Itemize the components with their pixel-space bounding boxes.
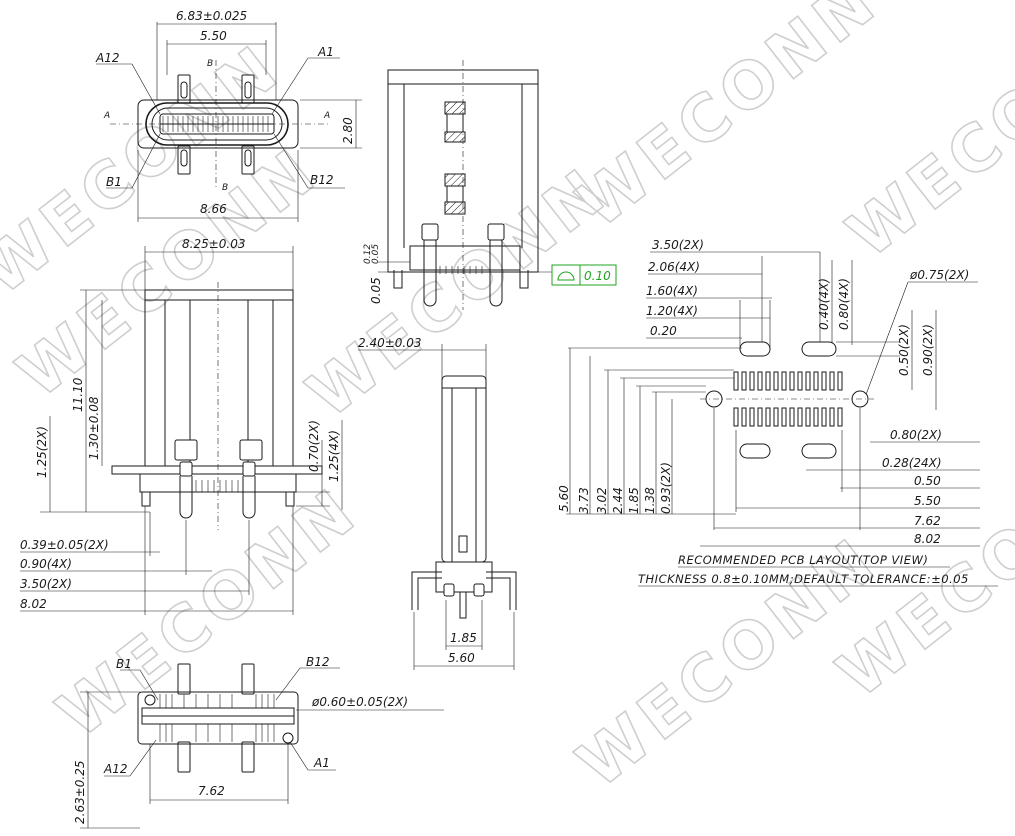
bottom-contacts: [159, 694, 275, 742]
slot-bottom-left: [739, 443, 771, 459]
label-b-top: B: [207, 59, 213, 69]
dim-pin802: 8.02: [20, 597, 47, 611]
pcb-top-dim-3: 1.60(4X): [646, 284, 698, 298]
label-a-left: A: [103, 111, 110, 121]
pcb-left-dim-5: 1.85: [627, 487, 641, 514]
dim-side-h125b: 1.25(4X): [327, 430, 341, 482]
dim-width-inner: 5.50: [200, 29, 227, 43]
pcb-layout: 3.50(2X) 2.06(4X) 1.60(4X) 1.20(4X) 0.20…: [557, 238, 998, 587]
slot-top-left: [739, 341, 771, 357]
dim-t2: 0.05: [371, 244, 381, 264]
dim-width-shell: 8.66: [200, 202, 227, 216]
pcb-left-dim-7: 0.93(2X): [659, 462, 673, 514]
slot-bottom-right: [801, 443, 837, 459]
bottom-view: B1 B12 A12 A1 ø0.60±0.05(2X) 7.62 2.63±0…: [73, 655, 444, 829]
dim-side-h070: 0.70(2X): [307, 420, 321, 472]
dim-pin350: 3.50(2X): [20, 577, 72, 591]
top-view: 6.83±0.025 5.50 B B A A: [95, 9, 362, 222]
dim-side-h125: 1.25(2X): [35, 426, 49, 478]
pcb-vtop-dim-5: 0.90(2X): [921, 324, 935, 376]
pcb-left-dim-4: 2.44: [611, 487, 625, 514]
pcb-top-dim-2: 2.06(4X): [648, 260, 700, 274]
pcb-left-dim-6: 1.38: [643, 487, 657, 514]
pcb-top-dim-1: 3.50(2X): [652, 238, 704, 252]
dim-hole: ø0.60±0.05(2X): [311, 695, 408, 709]
pcb-top-dim-4: 1.20(4X): [646, 304, 698, 318]
pcb-left-dim-3: 3.02: [595, 487, 609, 514]
slot-top-right: [801, 341, 837, 357]
dim-side-length: 11.10: [71, 377, 85, 412]
side-view: 8.25±0.03 11.10 1.30±0.08 1.25(2X): [20, 237, 343, 615]
pcb-left-dim-1: 5.60: [557, 485, 571, 512]
dim-pin039: 0.39±0.05(2X): [20, 538, 109, 552]
label-a-right: A: [323, 111, 330, 121]
bottom-label-a12: A12: [103, 762, 127, 776]
pcb-left-dim-2: 3.73: [577, 487, 591, 514]
end-view: 2.40±0.03 1.85 5.60: [358, 336, 517, 670]
dim-height: 2.80: [341, 117, 355, 144]
pcb-top-dim-5: 0.20: [650, 324, 677, 338]
label-a1: A1: [317, 45, 334, 59]
bottom-label-b1: B1: [116, 657, 132, 671]
pcb-right-dim-3: 0.50: [914, 474, 941, 488]
pcb-right-dim-4: 5.50: [914, 494, 941, 508]
pcb-title: RECOMMENDED PCB LAYOUT(TOP VIEW): [678, 553, 928, 567]
label-b-bottom: B: [222, 183, 228, 193]
pcb-pad-rows: [733, 371, 843, 427]
pcb-vtop-dim-3: ø0.75(2X): [909, 268, 969, 282]
watermark-6: WECONN: [44, 473, 372, 752]
dim-t3: 0.05: [369, 277, 383, 304]
pcb-right-dim-5: 7.62: [914, 514, 941, 528]
dim-end-pitch: 1.85: [450, 631, 477, 645]
dim-pin090: 0.90(4X): [20, 557, 72, 571]
pcb-note: THICKNESS 0.8±0.10MM;DEFAULT TOLERANCE:±…: [638, 572, 969, 586]
pcb-vtop-dim-1: 0.40(4X): [817, 278, 831, 330]
label-b12: B12: [310, 173, 334, 187]
label-a12: A12: [95, 51, 119, 65]
dim-width-overall: 6.83±0.025: [176, 9, 247, 23]
profile-view: 0.12 0.05 0.05 0.10: [363, 60, 617, 310]
dim-side-inner: 1.30±0.08: [87, 396, 101, 460]
pcb-vtop-dim-4: 0.50(2X): [897, 324, 911, 376]
dim-t1: 0.12: [363, 244, 373, 264]
pcb-right-dim-1: 0.80(2X): [890, 428, 942, 442]
pcb-right-dim-6: 8.02: [914, 532, 941, 546]
pcb-vtop-dim-2: 0.80(4X): [837, 278, 851, 330]
dim-bottom-height: 2.63±0.25: [73, 761, 87, 825]
dim-side-width: 8.25±0.03: [182, 237, 246, 251]
tolerance-value: 0.10: [584, 269, 611, 283]
dim-bottom-width: 7.62: [198, 784, 225, 798]
dim-end-span: 5.60: [448, 651, 475, 665]
pcb-right-dim-2: 0.28(24X): [882, 456, 942, 470]
label-b1: B1: [106, 175, 122, 189]
bottom-label-b12: B12: [306, 655, 330, 669]
bottom-label-a1: A1: [313, 756, 330, 770]
dim-end-width: 2.40±0.03: [358, 336, 422, 350]
profile-tolerance-icon: [557, 271, 575, 281]
